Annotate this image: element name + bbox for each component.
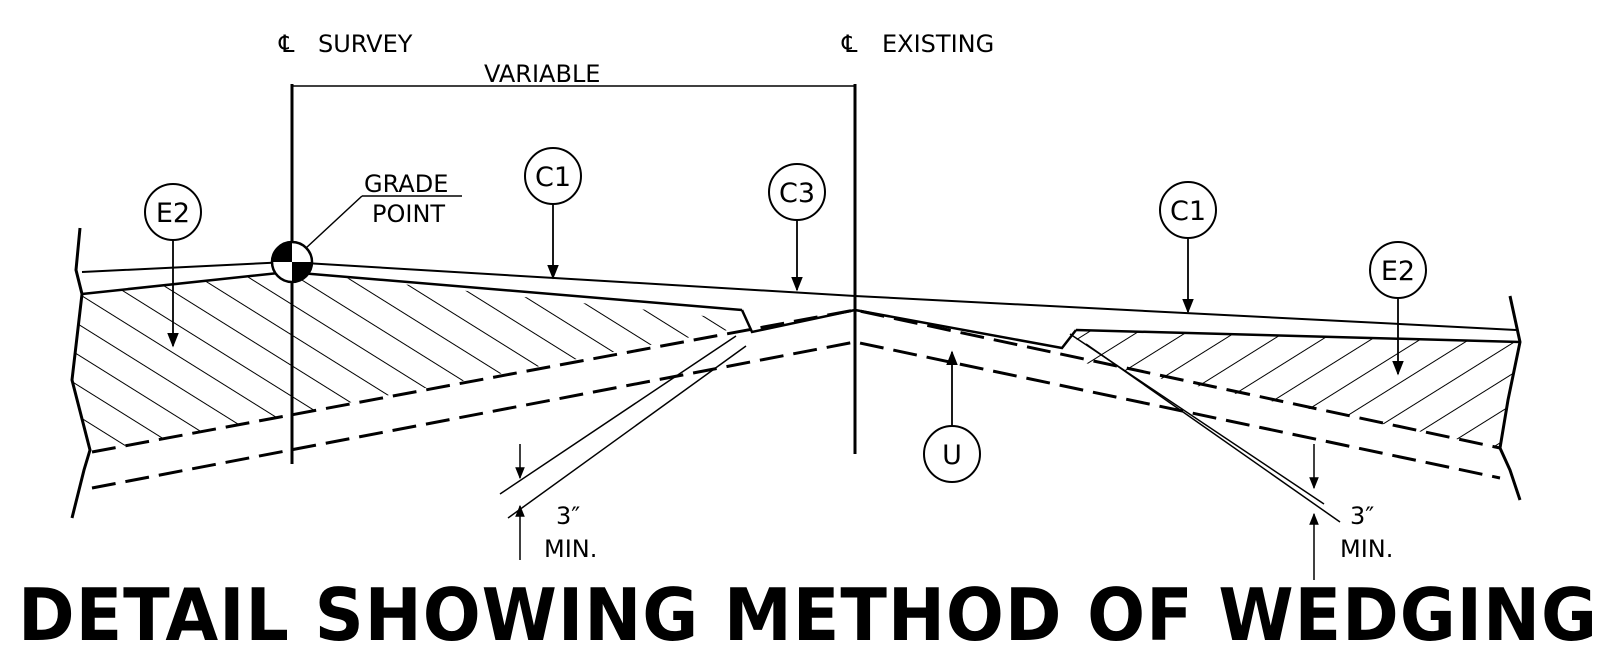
grade-point-label-line1: GRADE (364, 170, 448, 198)
min-thickness-right-note: MIN. (1340, 535, 1393, 563)
callout-e2-right-label: E2 (1381, 256, 1415, 287)
right-break-edge (1498, 295, 1522, 501)
min-thickness-left-value: 3″ (556, 502, 580, 530)
callout-u: U (923, 350, 981, 483)
callout-c1-left-label: C1 (535, 162, 571, 193)
e2-right-hatched-area (1070, 330, 1520, 448)
callout-c1-right: C1 (1159, 181, 1217, 314)
callout-e2-left: E2 (144, 183, 202, 348)
min-thickness-left-note: MIN. (544, 535, 597, 563)
existing-pavement-bottom-dashed (91, 340, 1501, 490)
detail-title: DETAIL SHOWING METHOD OF WEDGING (18, 573, 1598, 655)
callout-e2-right: E2 (1369, 241, 1427, 376)
callout-c1-right-label: C1 (1170, 196, 1206, 227)
survey-centerline-symbol: ℄ (278, 30, 295, 58)
variable-dimension-label: VARIABLE (484, 60, 600, 88)
callout-u-label: U (942, 440, 962, 471)
wedge-right (854, 308, 1077, 350)
grade-point-label-line2: POINT (372, 200, 445, 228)
min-thickness-dimension-left (499, 335, 747, 560)
callout-e2-left-label: E2 (156, 198, 190, 229)
callout-c3: C3 (768, 163, 826, 292)
existing-centerline-label: EXISTING (882, 30, 994, 58)
grade-point-leader (305, 195, 363, 249)
wedge-left (740, 308, 856, 334)
callout-c1-left: C1 (524, 147, 582, 280)
left-break-edge (70, 227, 92, 519)
callout-c3-label: C3 (779, 178, 815, 209)
existing-centerline-symbol: ℄ (841, 30, 858, 58)
grade-point-symbol (270, 240, 314, 284)
survey-centerline-label: SURVEY (318, 30, 413, 58)
existing-pavement-top-dashed (91, 308, 1501, 454)
course-bottom-line-right (1075, 328, 1521, 344)
min-thickness-right-value: 3″ (1350, 502, 1374, 530)
min-thickness-dimension-right (1069, 333, 1341, 580)
e2-left-hatched-area (72, 272, 742, 452)
